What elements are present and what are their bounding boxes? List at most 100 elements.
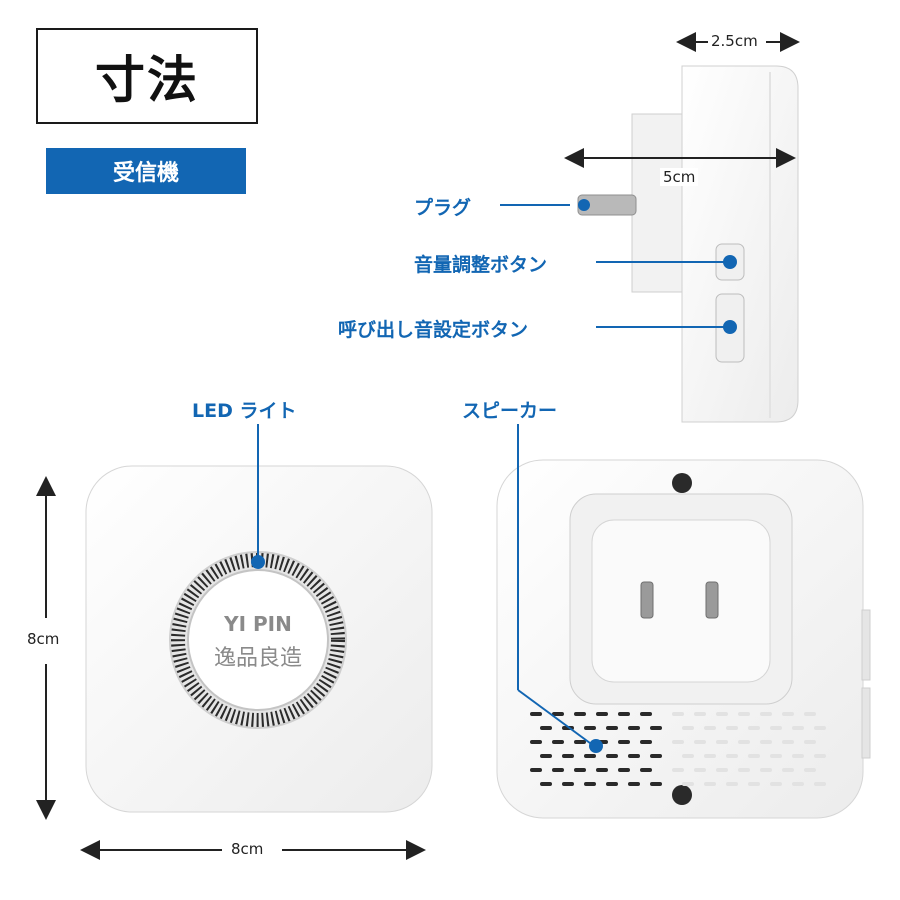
grille-slot-faint: [782, 740, 794, 744]
grille-slot-faint: [804, 768, 816, 772]
grille-slot-faint: [726, 754, 738, 758]
grille-slot: [640, 712, 652, 716]
grille-slot-faint: [770, 726, 782, 730]
receiver-tag: 受信機: [46, 148, 246, 194]
screw-hole-top: [672, 473, 692, 493]
grille-slot-faint: [716, 740, 728, 744]
grille-slot-faint: [704, 782, 716, 786]
grille-slot-faint: [704, 754, 716, 758]
grille-slot-faint: [748, 754, 760, 758]
grille-slot-faint: [716, 712, 728, 716]
grille-slot-faint: [682, 782, 694, 786]
grille-slot: [574, 768, 586, 772]
speaker-label: スピーカー: [462, 400, 558, 422]
grille-slot: [596, 712, 608, 716]
side-depth-label: 2.5cm: [708, 32, 761, 50]
led-light-label: LED ライト: [192, 400, 297, 422]
grille-slot: [618, 740, 630, 744]
grille-slot-faint: [694, 740, 706, 744]
grille-slot: [628, 754, 640, 758]
grille-slot: [606, 754, 618, 758]
grille-slot-faint: [738, 712, 750, 716]
grille-slot-faint: [672, 740, 684, 744]
volume-button-label: 音量調整ボタン: [414, 254, 548, 276]
speaker-dot: [589, 739, 603, 753]
page-title: 寸法: [36, 28, 258, 124]
grille-slot: [552, 740, 564, 744]
led-dot: [251, 555, 265, 569]
plug-dot: [578, 199, 590, 211]
grille-slot-faint: [814, 754, 826, 758]
grille-slot: [540, 754, 552, 758]
grille-slot: [574, 712, 586, 716]
grille-slot-faint: [760, 768, 772, 772]
side-view-device: [577, 65, 799, 423]
grille-slot-faint: [672, 768, 684, 772]
grille-slot-faint: [760, 712, 772, 716]
front-view-device: [85, 465, 433, 813]
plug-pin-left: [640, 581, 654, 619]
grille-slot-faint: [738, 740, 750, 744]
grille-slot: [628, 726, 640, 730]
grille-slot: [552, 768, 564, 772]
grille-slot-faint: [682, 726, 694, 730]
volume-dot: [723, 255, 737, 269]
grille-slot: [596, 768, 608, 772]
front-width-label: 8cm: [228, 840, 267, 858]
grille-slot: [606, 782, 618, 786]
grille-slot-faint: [694, 768, 706, 772]
grille-slot: [650, 782, 662, 786]
grille-slot-faint: [694, 712, 706, 716]
plug-label: プラグ: [414, 197, 472, 219]
grille-slot: [562, 754, 574, 758]
grille-slot-faint: [770, 782, 782, 786]
grille-slot-faint: [792, 726, 804, 730]
grille-slot-faint: [792, 754, 804, 758]
grille-slot: [530, 768, 542, 772]
grille-slot: [640, 768, 652, 772]
grille-slot-faint: [726, 782, 738, 786]
ringtone-button-label: 呼び出し音設定ボタン: [338, 319, 529, 341]
side-view-neck: [631, 113, 683, 293]
brand-en: YI PIN: [224, 612, 292, 636]
grille-slot-faint: [814, 782, 826, 786]
grille-slot-faint: [726, 726, 738, 730]
speaker-leader-diagonal: [517, 689, 595, 747]
grille-slot: [640, 740, 652, 744]
grille-slot-faint: [792, 782, 804, 786]
grille-slot: [540, 726, 552, 730]
front-height-label: 8cm: [24, 630, 63, 648]
side-width-label: 5cm: [660, 168, 699, 186]
grille-slot: [618, 768, 630, 772]
brand-jp: 逸品良造: [213, 646, 302, 671]
back-view-device: [496, 459, 871, 819]
grille-slot: [540, 782, 552, 786]
grille-slot: [584, 782, 596, 786]
grille-slot-faint: [716, 768, 728, 772]
grille-slot: [618, 712, 630, 716]
speaker-grille: [530, 712, 826, 786]
grille-slot-faint: [760, 740, 772, 744]
grille-slot-faint: [672, 712, 684, 716]
grille-slot: [552, 712, 564, 716]
grille-slot-faint: [814, 726, 826, 730]
grille-slot-faint: [748, 726, 760, 730]
plug-pin-right: [705, 581, 719, 619]
grille-slot: [650, 726, 662, 730]
grille-slot-faint: [704, 726, 716, 730]
grille-slot-faint: [782, 768, 794, 772]
grille-slot-faint: [748, 782, 760, 786]
grille-slot-faint: [738, 768, 750, 772]
grille-slot-faint: [804, 712, 816, 716]
front-button-face: [187, 569, 329, 711]
grille-slot: [562, 782, 574, 786]
grille-slot: [530, 712, 542, 716]
grille-slot: [628, 782, 640, 786]
ringtone-dot: [723, 320, 737, 334]
grille-slot: [584, 754, 596, 758]
screw-hole-bottom: [672, 785, 692, 805]
grille-slot: [650, 754, 662, 758]
grille-slot-faint: [804, 740, 816, 744]
